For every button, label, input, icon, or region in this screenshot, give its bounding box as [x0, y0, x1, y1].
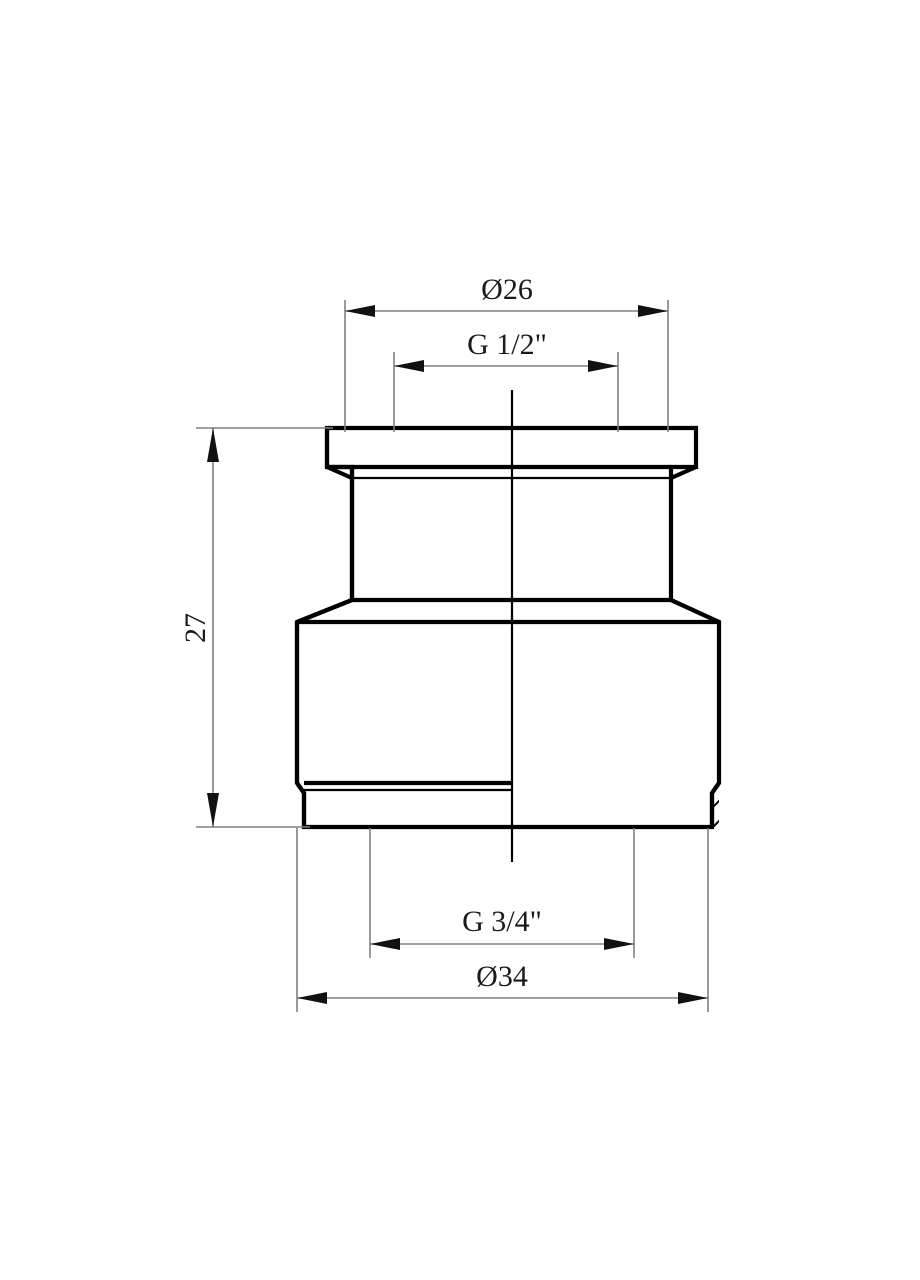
arrow-left-icon [345, 305, 375, 317]
dimension-outer-diameter-top: Ø26 [344, 273, 669, 432]
dimension-label-outer-diameter-top: Ø26 [481, 273, 533, 306]
dimension-overall-height: 27 [179, 427, 333, 828]
arrow-right-icon [678, 992, 708, 1004]
dimension-outer-diameter-bottom: Ø34 [296, 828, 709, 1012]
dimension-label-outer-diameter-bottom: Ø34 [476, 960, 528, 993]
arrow-right-icon [604, 938, 634, 950]
dimension-thread-size-top: G 1/2" [393, 328, 619, 432]
arrow-right-icon [638, 305, 668, 317]
dimension-label-thread-size-top: G 1/2" [467, 328, 547, 361]
dimension-label-thread-size-bottom: G 3/4" [462, 905, 542, 938]
arrow-right-icon [588, 360, 618, 372]
arrow-down-icon [207, 793, 219, 827]
dimension-label-overall-height: 27 [179, 613, 212, 643]
part-outer-silhouette [294, 425, 722, 830]
arrow-left-icon [297, 992, 327, 1004]
arrow-left-icon [370, 938, 400, 950]
dimension-thread-size-bottom: G 3/4" [369, 828, 635, 958]
arrow-left-icon [394, 360, 424, 372]
arrow-up-icon [207, 428, 219, 462]
